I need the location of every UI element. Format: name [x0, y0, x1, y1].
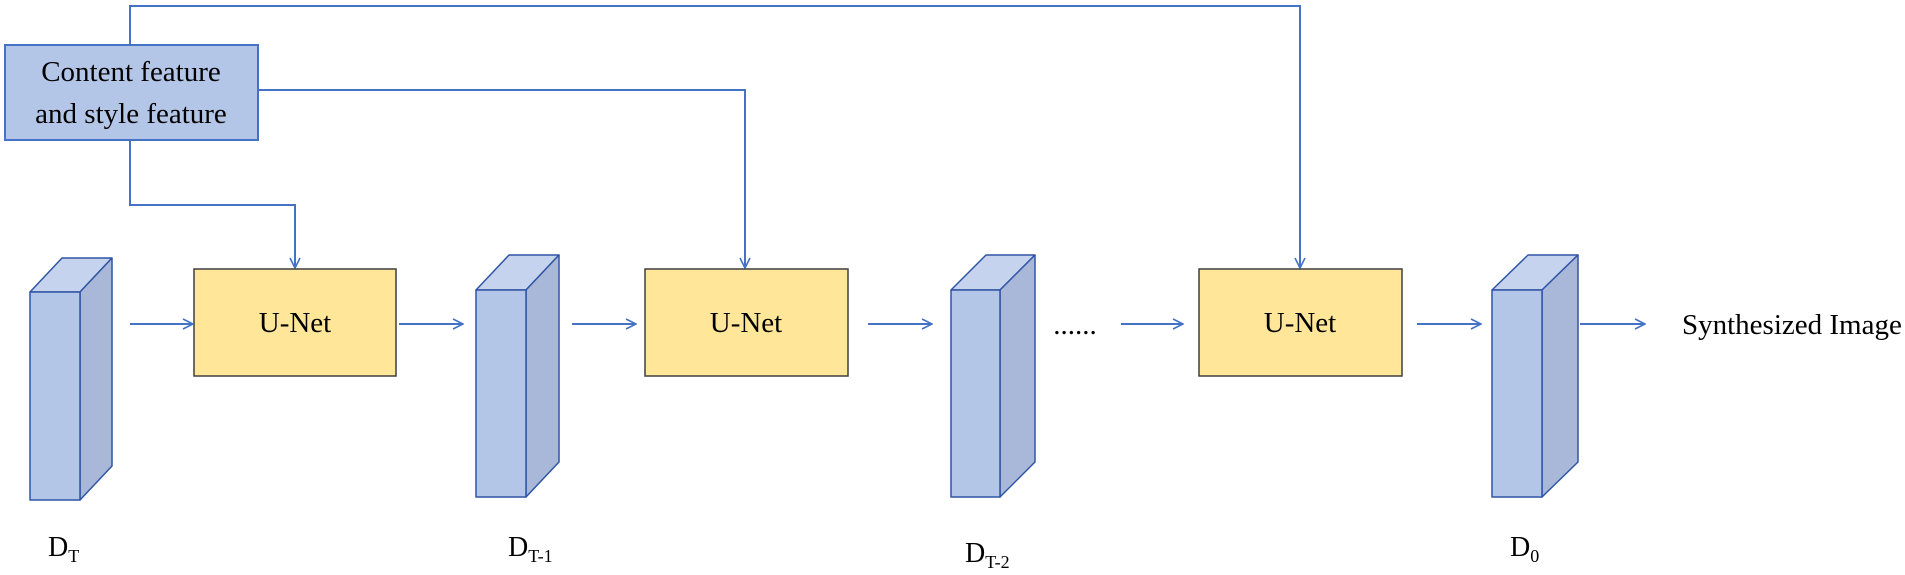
block-d-0 — [1491, 254, 1579, 498]
block-d-t-1 — [475, 254, 560, 498]
conditioning-lines — [129, 5, 1300, 268]
content-style-feature-box: Content feature and style feature — [4, 44, 259, 141]
label-base: D — [1510, 532, 1530, 563]
label-sub: T-1 — [528, 546, 552, 566]
ellipsis-text: ...... — [1053, 309, 1097, 341]
synthesized-image-label: Synthesized Image — [1682, 309, 1902, 341]
block-d-t — [29, 257, 113, 501]
condition-line-unet-2 — [258, 89, 745, 268]
unet-label: U-Net — [710, 307, 782, 339]
block-d-t-2 — [950, 254, 1036, 498]
condition-line-unet-1 — [129, 140, 295, 268]
label-d-0: D0 — [1510, 532, 1539, 566]
unet-box-1: U-Net — [193, 268, 397, 377]
label-base: D — [508, 532, 528, 563]
label-d-t-1: DT-1 — [508, 532, 553, 566]
label-sub: T — [68, 546, 79, 566]
label-sub: T-2 — [985, 552, 1009, 572]
label-base: D — [48, 532, 68, 563]
feature-box-line1: Content feature — [41, 56, 221, 88]
label-d-t: DT — [48, 532, 79, 566]
label-sub: 0 — [1530, 546, 1539, 566]
unet-label: U-Net — [1264, 307, 1336, 339]
unet-box-3: U-Net — [1198, 268, 1403, 377]
unet-box-2: U-Net — [644, 268, 849, 377]
feature-box-line2: and style feature — [35, 98, 227, 130]
label-base: D — [965, 538, 985, 569]
unet-label: U-Net — [259, 307, 331, 339]
label-d-t-2: DT-2 — [965, 538, 1010, 572]
condition-line-unet-3 — [129, 5, 1300, 268]
